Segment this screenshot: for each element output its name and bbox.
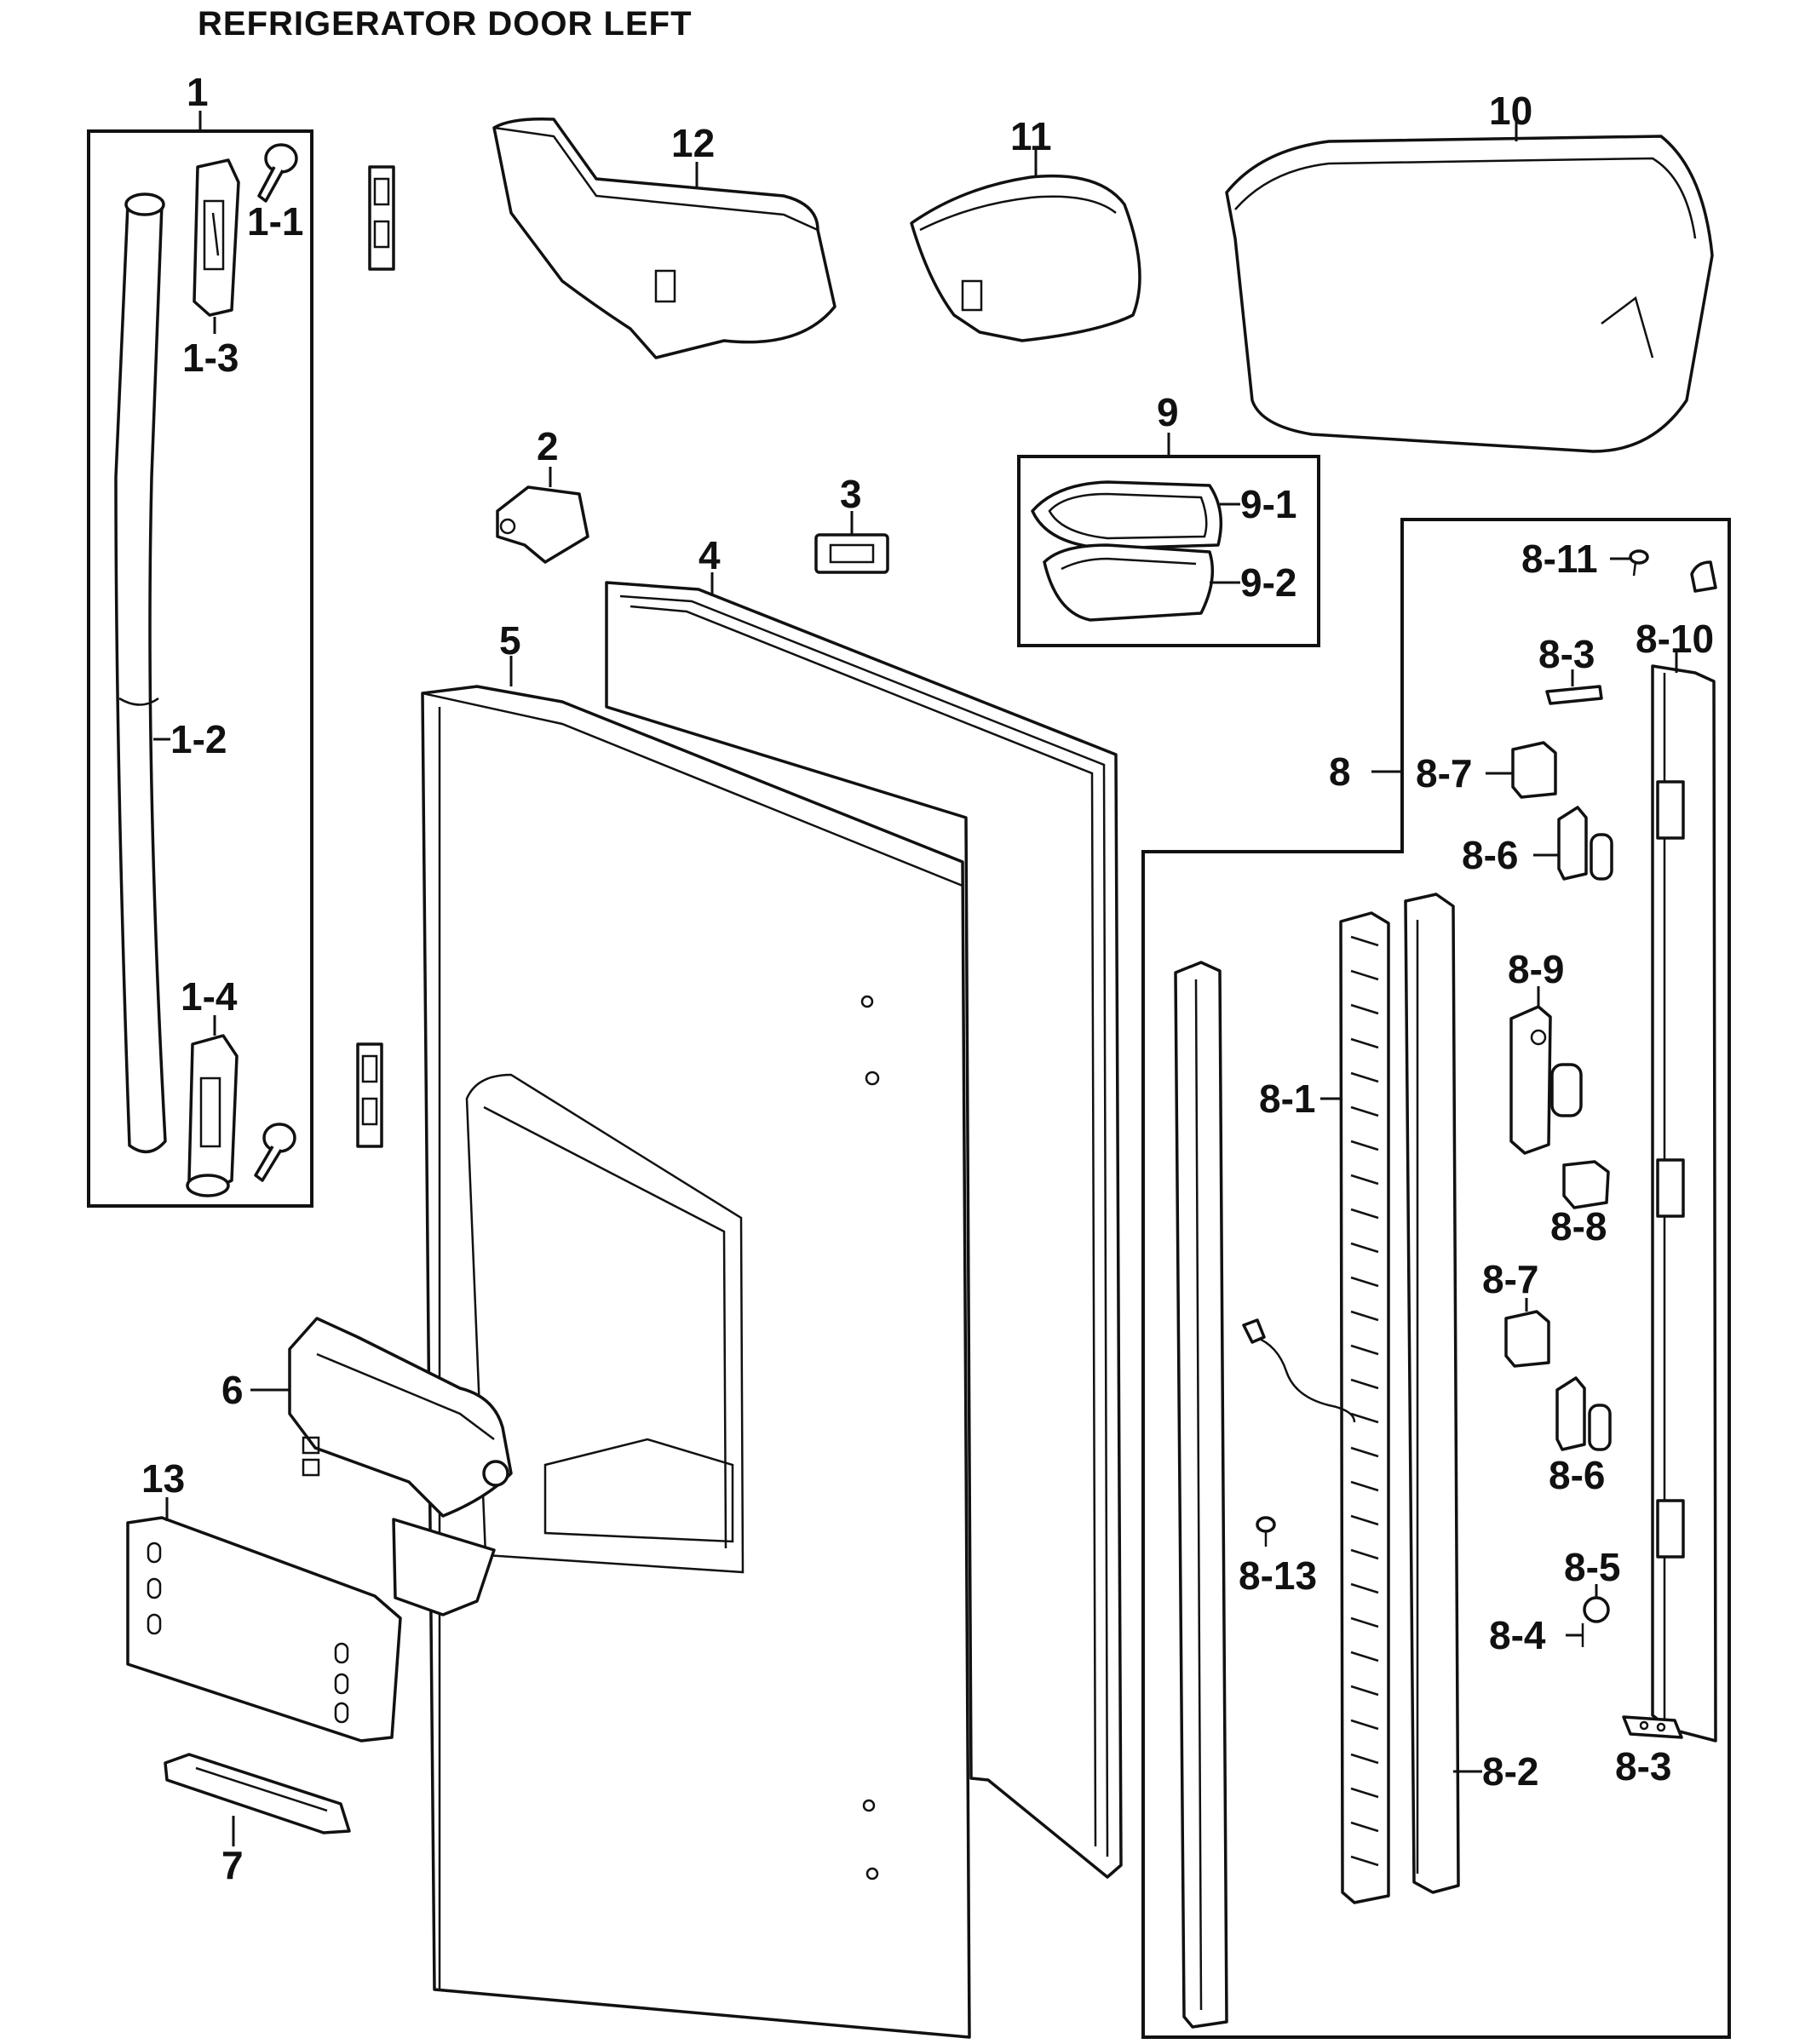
callout-8-13[interactable]: 8-13 <box>1239 1553 1317 1598</box>
part-8-5-bushing[interactable] <box>1583 1596 1610 1623</box>
part-13-dispenser-cover[interactable] <box>126 1516 402 1743</box>
callout-6[interactable]: 6 <box>221 1368 244 1412</box>
cap-icon <box>1690 560 1717 593</box>
part-1-3-top-bracket[interactable] <box>193 158 240 317</box>
left-trim-strip[interactable] <box>1174 961 1228 2029</box>
callout-7[interactable]: 7 <box>221 1843 244 1887</box>
part-3-clip[interactable] <box>814 533 889 574</box>
part-1-4-bottom-bracket[interactable] <box>186 1034 239 1197</box>
wire-harness[interactable] <box>1242 1318 1356 1423</box>
callout-3[interactable]: 3 <box>840 472 862 516</box>
part-8-2-center-frame[interactable] <box>1404 893 1460 1894</box>
callout-1[interactable]: 1 <box>187 70 209 114</box>
callout-1-3[interactable]: 1-3 <box>182 336 239 380</box>
callout-13[interactable]: 13 <box>141 1456 185 1501</box>
callout-4[interactable]: 4 <box>699 533 721 577</box>
callout-8-1[interactable]: 8-1 <box>1259 1077 1315 1121</box>
callout-2[interactable]: 2 <box>537 424 559 468</box>
part-8-11-screw[interactable] <box>1629 549 1649 577</box>
callout-9-1[interactable]: 9-1 <box>1240 482 1296 526</box>
part-2-bracket[interactable] <box>496 485 589 564</box>
part-8-6-upper-hinge[interactable] <box>1557 806 1613 881</box>
callout-1-4[interactable]: 1-4 <box>181 974 238 1019</box>
callout-8-3-top[interactable]: 8-3 <box>1538 632 1595 676</box>
part-8-13-screw[interactable] <box>1256 1516 1276 1547</box>
callout-11[interactable]: 11 <box>1010 114 1052 158</box>
group-8-box <box>1141 518 1731 2039</box>
callout-8-6-lower[interactable]: 8-6 <box>1549 1453 1605 1497</box>
part-8-9-latch[interactable] <box>1509 1005 1583 1155</box>
callout-8-3-bottom[interactable]: 8-3 <box>1615 1744 1671 1788</box>
part-8-1-vent-grille[interactable] <box>1339 911 1390 1904</box>
callout-8-5[interactable]: 8-5 <box>1564 1545 1620 1589</box>
part-8-3-bottom-clip[interactable] <box>1622 1715 1683 1739</box>
part-5-door-panel[interactable] <box>421 685 971 2039</box>
part-1-2-handle-bar[interactable] <box>114 192 167 1154</box>
callout-12[interactable]: 12 <box>671 121 715 165</box>
part-6-dispenser-assembly[interactable] <box>288 1317 513 1616</box>
diagram-title: REFRIGERATOR DOOR LEFT <box>198 5 693 43</box>
callout-10[interactable]: 10 <box>1489 89 1532 133</box>
callout-8-10[interactable]: 8-10 <box>1636 617 1714 661</box>
part-8-7-lower-hinge-cap[interactable] <box>1504 1310 1550 1368</box>
callout-8[interactable]: 8 <box>1329 749 1351 794</box>
part-7-drip-tray[interactable] <box>164 1753 351 1834</box>
callout-5[interactable]: 5 <box>499 618 521 663</box>
callout-8-7-lower[interactable]: 8-7 <box>1482 1257 1538 1301</box>
part-10-door-bin[interactable] <box>1225 135 1714 453</box>
callout-8-7-upper[interactable]: 8-7 <box>1416 751 1472 795</box>
callout-8-11[interactable]: 8-11 <box>1521 537 1598 581</box>
callout-8-4[interactable]: 8-4 <box>1489 1613 1546 1657</box>
callout-8-2[interactable]: 8-2 <box>1482 1749 1538 1794</box>
part-11-door-bin[interactable] <box>910 174 1141 342</box>
part-8-6-lower-hinge[interactable] <box>1555 1376 1612 1451</box>
lower-screw-icon <box>254 1122 296 1182</box>
callout-1-1[interactable]: 1-1 <box>247 199 303 244</box>
callout-9-2[interactable]: 9-2 <box>1240 560 1296 605</box>
part-8-3-top-clip[interactable] <box>1545 685 1603 705</box>
lower-hinge-clip[interactable] <box>356 1042 383 1148</box>
callout-8-9[interactable]: 8-9 <box>1508 947 1564 991</box>
callout-8-8[interactable]: 8-8 <box>1550 1204 1607 1249</box>
part-12-door-bin[interactable] <box>492 117 837 359</box>
callout-1-2[interactable]: 1-2 <box>170 717 227 761</box>
part-8-10-right-rail[interactable] <box>1651 664 1717 1743</box>
callout-8-6-upper[interactable]: 8-6 <box>1462 833 1518 877</box>
upper-hinge-clip[interactable] <box>368 165 395 271</box>
part-9-1-gasket[interactable] <box>1031 480 1223 550</box>
part-9-2-cup[interactable] <box>1043 543 1215 622</box>
part-4-door-gasket[interactable] <box>605 581 1123 1879</box>
part-8-7-upper-hinge-cap[interactable] <box>1511 741 1557 799</box>
callout-9[interactable]: 9 <box>1157 390 1179 434</box>
part-8-8-stopper[interactable] <box>1562 1160 1610 1209</box>
part-1-1-screw[interactable] <box>257 143 298 203</box>
